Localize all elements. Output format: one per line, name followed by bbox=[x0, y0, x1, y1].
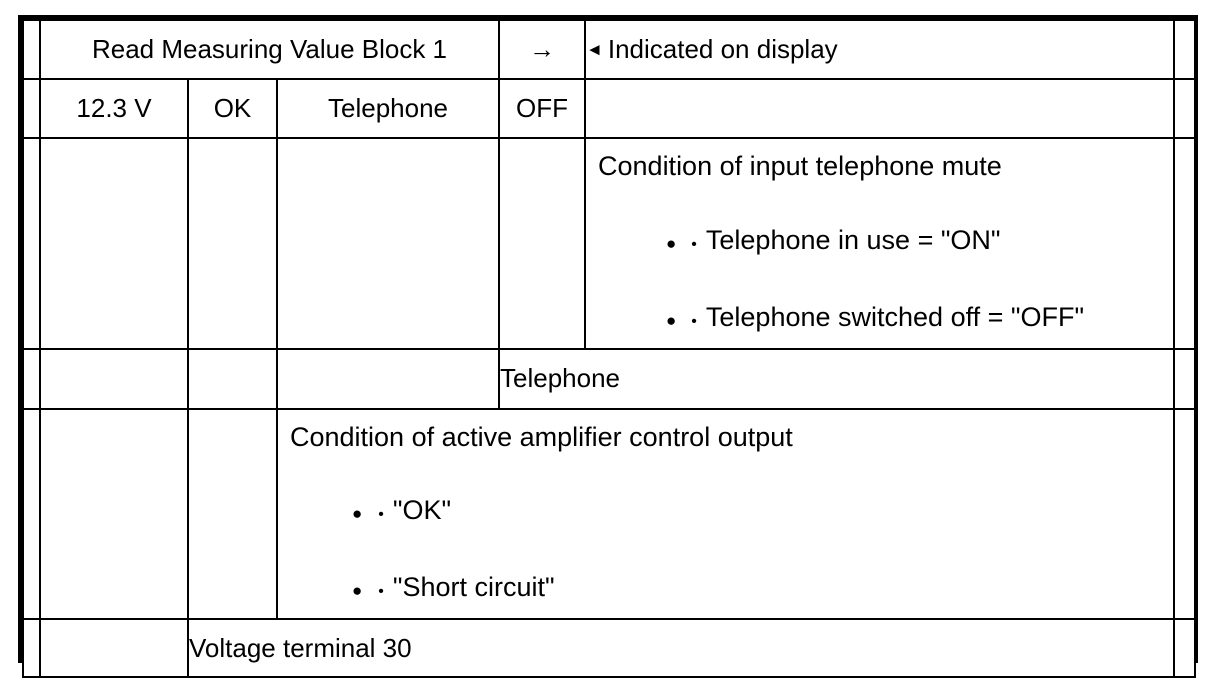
value-state: OFF bbox=[498, 78, 587, 139]
telephone-mute-bullet-1: Telephone in use = "ON" bbox=[705, 224, 1001, 255]
amplifier-heading: Condition of active amplifier control ou… bbox=[290, 421, 793, 452]
table-row-voltage-terminal: Voltage terminal 30 bbox=[22, 618, 1197, 678]
display-indication-note: ◄Indicated on display bbox=[584, 19, 1176, 80]
list-item: ● • Telephone switched off = "OFF" bbox=[598, 302, 1163, 334]
amplifier-status-empty bbox=[187, 407, 278, 621]
mute-voltage-empty bbox=[39, 137, 189, 350]
left-gutter-cell bbox=[22, 618, 41, 678]
block-title: Read Measuring Value Block 1 bbox=[38, 19, 501, 80]
measuring-value-block-table: Read Measuring Value Block 1 → ◄Indicate… bbox=[18, 15, 1198, 678]
bullet-small-icon: • bbox=[378, 583, 384, 601]
table-row-header: Read Measuring Value Block 1 → ◄Indicate… bbox=[22, 19, 1197, 80]
left-gutter-cell bbox=[22, 137, 41, 350]
telephone-status-empty bbox=[187, 347, 278, 410]
amplifier-bullet-1: "OK" bbox=[392, 495, 452, 526]
mute-status-empty bbox=[187, 137, 278, 350]
list-item: ● • "OK" bbox=[290, 495, 1163, 527]
bullet-large-icon: ● bbox=[666, 233, 677, 253]
bullet-small-icon: • bbox=[378, 506, 384, 524]
telephone-mute-heading: Condition of input telephone mute bbox=[598, 151, 1002, 181]
values-description-empty bbox=[584, 78, 1176, 139]
table-row-amplifier: Condition of active amplifier control ou… bbox=[22, 407, 1197, 621]
telephone-voltage-empty bbox=[39, 347, 189, 410]
amplifier-bullets: ● • "OK" ● • "Short circuit" bbox=[290, 495, 1163, 604]
telephone-mute-description: Condition of input telephone mute ● • Tele… bbox=[584, 137, 1176, 350]
bullet-large-icon: ● bbox=[352, 504, 363, 524]
display-indication-text: Indicated on display bbox=[607, 34, 838, 65]
arrow-right-icon: → bbox=[498, 19, 587, 80]
right-gutter-cell bbox=[1173, 407, 1197, 621]
value-voltage: 12.3 V bbox=[39, 78, 189, 139]
voltage-terminal-empty bbox=[39, 618, 189, 678]
right-gutter-cell bbox=[1173, 137, 1197, 350]
amplifier-bullet-2: "Short circuit" bbox=[392, 572, 555, 603]
value-function: Telephone bbox=[275, 78, 501, 139]
left-gutter-cell bbox=[22, 347, 41, 410]
right-gutter-cell bbox=[1173, 78, 1197, 139]
list-item: ● • "Short circuit" bbox=[290, 572, 1163, 604]
mute-state-empty bbox=[498, 137, 587, 350]
right-gutter-cell bbox=[1173, 19, 1197, 80]
table-row-telephone: Telephone bbox=[22, 347, 1197, 410]
table-row-values: 12.3 V OK Telephone OFF bbox=[22, 78, 1197, 139]
right-gutter-cell bbox=[1173, 347, 1197, 410]
voltage-terminal-label: Voltage terminal 30 bbox=[186, 618, 1176, 678]
bullet-large-icon: ● bbox=[352, 581, 363, 601]
bullet-small-icon: • bbox=[691, 312, 697, 330]
telephone-mute-bullets: ● • Telephone in use = "ON" ● • Telephone sw… bbox=[598, 225, 1163, 334]
bullet-large-icon: ● bbox=[666, 310, 677, 330]
telephone-mute-block: Condition of input telephone mute ● • Tele… bbox=[586, 139, 1173, 348]
table: Read Measuring Value Block 1 → ◄Indicate… bbox=[22, 19, 1197, 678]
left-gutter-cell bbox=[22, 19, 41, 80]
value-status: OK bbox=[187, 78, 278, 139]
amplifier-block: Condition of active amplifier control ou… bbox=[278, 410, 1173, 619]
amplifier-description: Condition of active amplifier control ou… bbox=[275, 407, 1176, 621]
triangle-left-icon: ◄ bbox=[586, 40, 603, 60]
amplifier-voltage-empty bbox=[39, 407, 189, 621]
bullet-small-icon: • bbox=[691, 235, 697, 253]
left-gutter-cell bbox=[22, 78, 41, 139]
left-gutter-cell bbox=[22, 407, 41, 621]
telephone-function-empty bbox=[275, 347, 501, 410]
table-row-telephone-mute: Condition of input telephone mute ● • Tele… bbox=[22, 137, 1197, 350]
right-gutter-cell bbox=[1173, 618, 1197, 678]
telephone-mute-bullet-2: Telephone switched off = "OFF" bbox=[705, 301, 1085, 332]
mute-function-empty bbox=[275, 137, 501, 350]
list-item: ● • Telephone in use = "ON" bbox=[598, 225, 1163, 257]
telephone-label: Telephone bbox=[498, 347, 1176, 410]
